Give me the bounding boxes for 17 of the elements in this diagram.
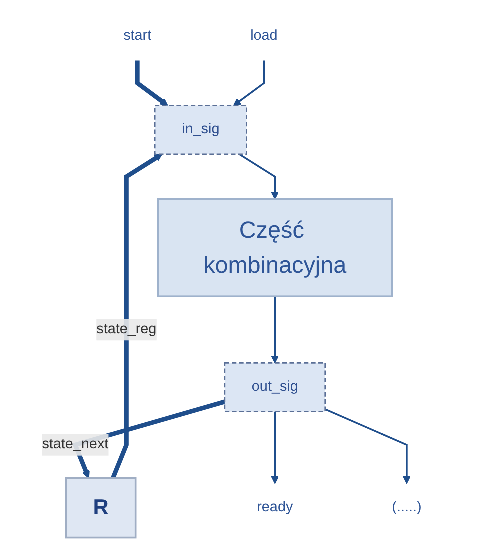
node-box: in_sig — [154, 105, 247, 156]
arrow — [232, 60, 265, 106]
node-text: (.....) — [392, 500, 422, 516]
arrow — [270, 412, 279, 484]
edge-label: state_next — [42, 436, 108, 452]
arrow — [134, 60, 168, 106]
node-text: start — [123, 28, 152, 44]
node-box: Część kombinacyjna — [156, 198, 393, 298]
node-text: load — [250, 28, 278, 44]
arrow — [110, 154, 162, 480]
arrow — [324, 408, 410, 484]
node-text: ready — [256, 500, 293, 516]
edge-label: state_reg — [96, 322, 156, 338]
node-box: R — [64, 477, 136, 539]
arrow — [270, 296, 279, 364]
node-box: out_sig — [224, 362, 326, 412]
arrow — [238, 154, 279, 200]
